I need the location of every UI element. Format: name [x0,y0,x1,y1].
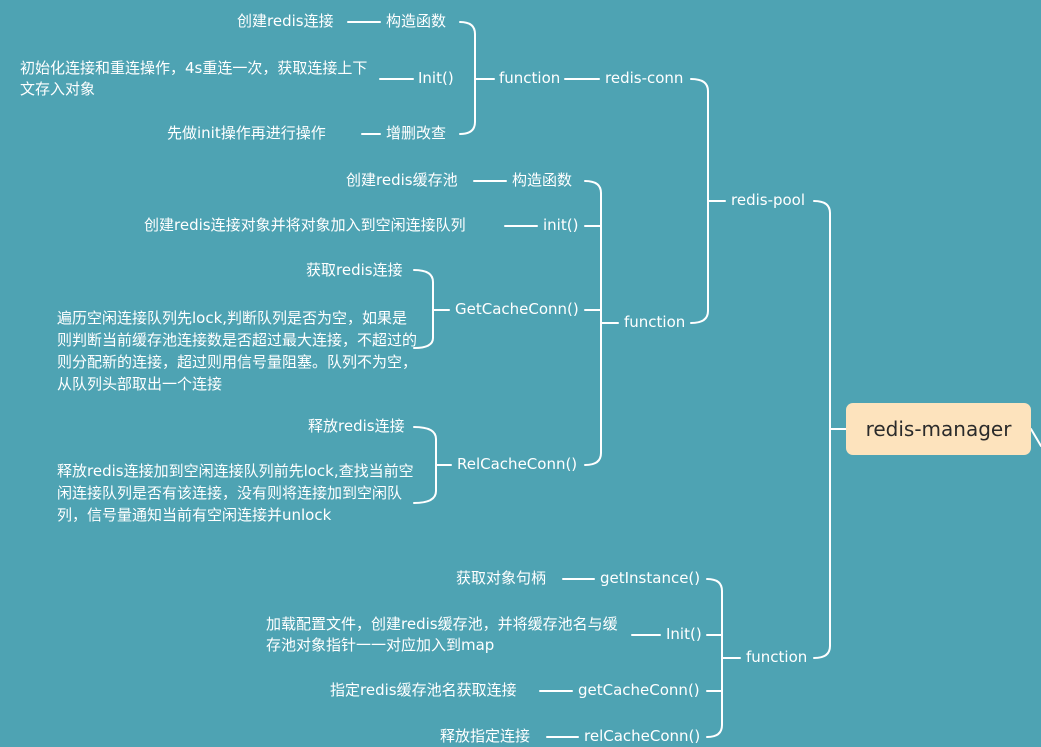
node-redis-conn-function[interactable]: function [499,69,561,87]
node-manager-function[interactable]: function [746,648,808,666]
node-redis-pool[interactable]: redis-pool [731,191,806,209]
node-redis-conn[interactable]: redis-conn [605,69,684,87]
node-rel-cache-conn-desc1[interactable]: 释放redis连接 [308,417,405,435]
node-redis-conn-init-desc[interactable]: 初始化连接和重连操作，4s重连一次，获取连接上下文存入对象 [20,59,368,98]
node-manager-rel-cache-conn[interactable]: relCacheConn() [584,727,701,745]
node-manager-get-cache-conn-desc[interactable]: 指定redis缓存池名获取连接 [330,681,517,699]
node-rel-cache-conn-desc2[interactable]: 释放redis连接加到空闲连接队列前先lock,查找当前空闲连接队列是否有该连接… [57,462,414,524]
node-manager-rel-cache-conn-desc[interactable]: 释放指定连接 [440,727,531,745]
node-redis-conn-constructor[interactable]: 构造函数 [386,12,447,30]
node-manager-init[interactable]: Init() [666,625,702,643]
node-redis-conn-constructor-desc[interactable]: 创建redis连接 [237,12,334,30]
node-get-cache-conn-desc1[interactable]: 获取redis连接 [306,261,403,279]
node-get-instance[interactable]: getInstance() [600,569,701,587]
node-redis-pool-function[interactable]: function [624,313,686,331]
root-node-redis-manager[interactable]: redis-manager [846,403,1031,455]
node-redis-conn-crud-desc[interactable]: 先做init操作再进行操作 [167,124,326,142]
node-redis-pool-constructor[interactable]: 构造函数 [512,171,573,189]
node-manager-init-desc[interactable]: 加载配置文件，创建redis缓存池，并将缓存池名与缓存池对象指针一一对应加入到m… [266,615,618,654]
node-rel-cache-conn[interactable]: RelCacheConn() [457,455,578,473]
node-redis-pool-init-desc[interactable]: 创建redis连接对象并将对象加入到空闲连接队列 [144,216,466,234]
node-redis-pool-constructor-desc[interactable]: 创建redis缓存池 [346,171,458,189]
node-redis-conn-init[interactable]: Init() [418,69,454,87]
node-manager-get-cache-conn[interactable]: getCacheConn() [578,681,700,699]
node-get-instance-desc[interactable]: 获取对象句柄 [456,569,547,587]
node-get-cache-conn[interactable]: GetCacheConn() [455,300,579,318]
node-get-cache-conn-desc2[interactable]: 遍历空闲连接队列先lock,判断队列是否为空，如果是则判断当前缓存池连接数是否超… [57,309,418,393]
node-redis-pool-init[interactable]: init() [543,216,579,234]
node-redis-conn-crud[interactable]: 增删改查 [386,124,447,142]
